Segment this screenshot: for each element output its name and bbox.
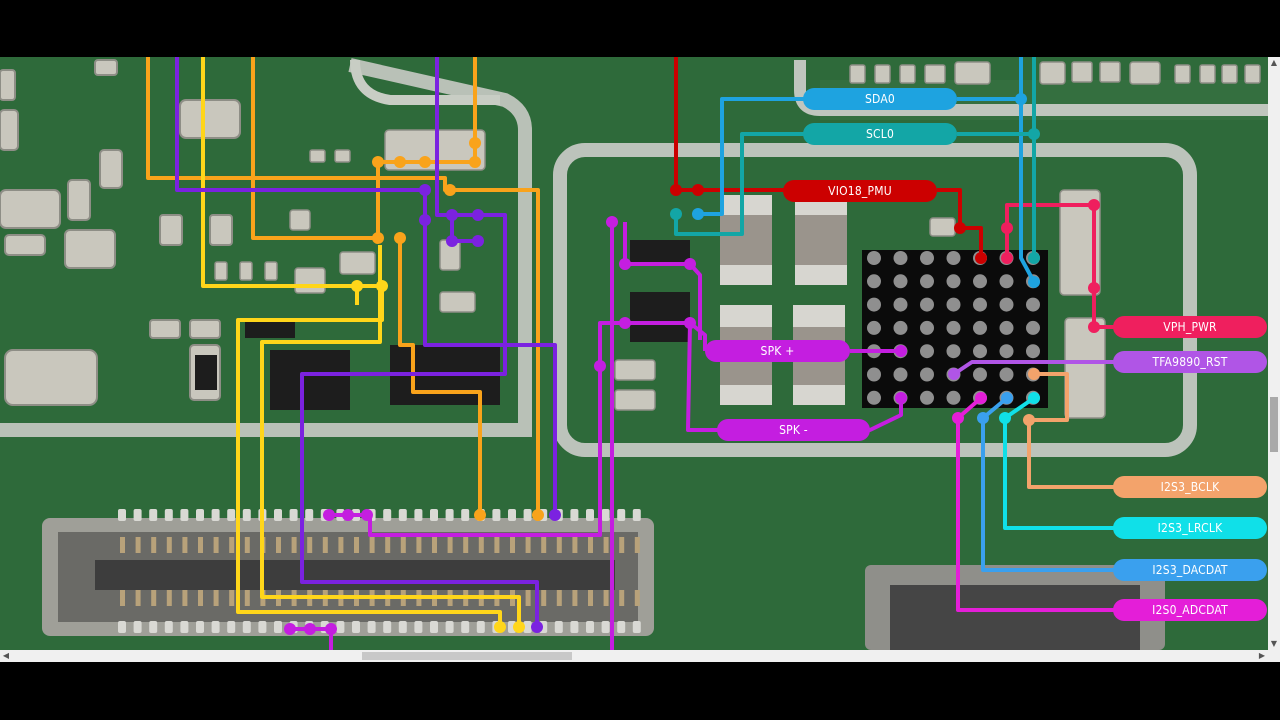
vertical-scrollbar[interactable]: ▲ ▼ bbox=[1268, 57, 1280, 650]
scroll-up-icon[interactable]: ▲ bbox=[1270, 58, 1278, 67]
net-label-vio18-pmu: VIO18_PMU bbox=[783, 180, 937, 202]
scroll-left-icon[interactable]: ◀ bbox=[2, 651, 10, 660]
net-label-spk-minus: SPK - bbox=[717, 419, 870, 441]
net-label-i2s3-lrclk: I2S3_LRCLK bbox=[1113, 517, 1267, 539]
schematic-viewer[interactable]: SDA0 SCL0 VIO18_PMU VPH_PWR TFA9890_RST … bbox=[0, 57, 1280, 650]
net-label-i2s0-adcdat: I2S0_ADCDAT bbox=[1113, 599, 1267, 621]
scrollbar-corner bbox=[1268, 650, 1280, 662]
net-label-scl0: SCL0 bbox=[803, 123, 957, 145]
net-label-i2s3-bclk: I2S3_BCLK bbox=[1113, 476, 1267, 498]
scroll-right-icon[interactable]: ▶ bbox=[1258, 651, 1266, 660]
net-label-i2s3-dacdat: I2S3_DACDAT bbox=[1113, 559, 1267, 581]
net-label-spk-plus: SPK + bbox=[705, 340, 850, 362]
net-label-sda0: SDA0 bbox=[803, 88, 957, 110]
scroll-down-icon[interactable]: ▼ bbox=[1270, 639, 1278, 648]
horizontal-scrollbar[interactable]: ◀ ▶ bbox=[0, 650, 1268, 662]
net-label-tfa9890-rst: TFA9890_RST bbox=[1113, 351, 1267, 373]
vertical-scroll-thumb[interactable] bbox=[1270, 397, 1278, 452]
horizontal-scroll-thumb[interactable] bbox=[362, 652, 572, 660]
net-label-vph-pwr: VPH_PWR bbox=[1113, 316, 1267, 338]
pcb-board-image bbox=[0, 57, 1268, 650]
